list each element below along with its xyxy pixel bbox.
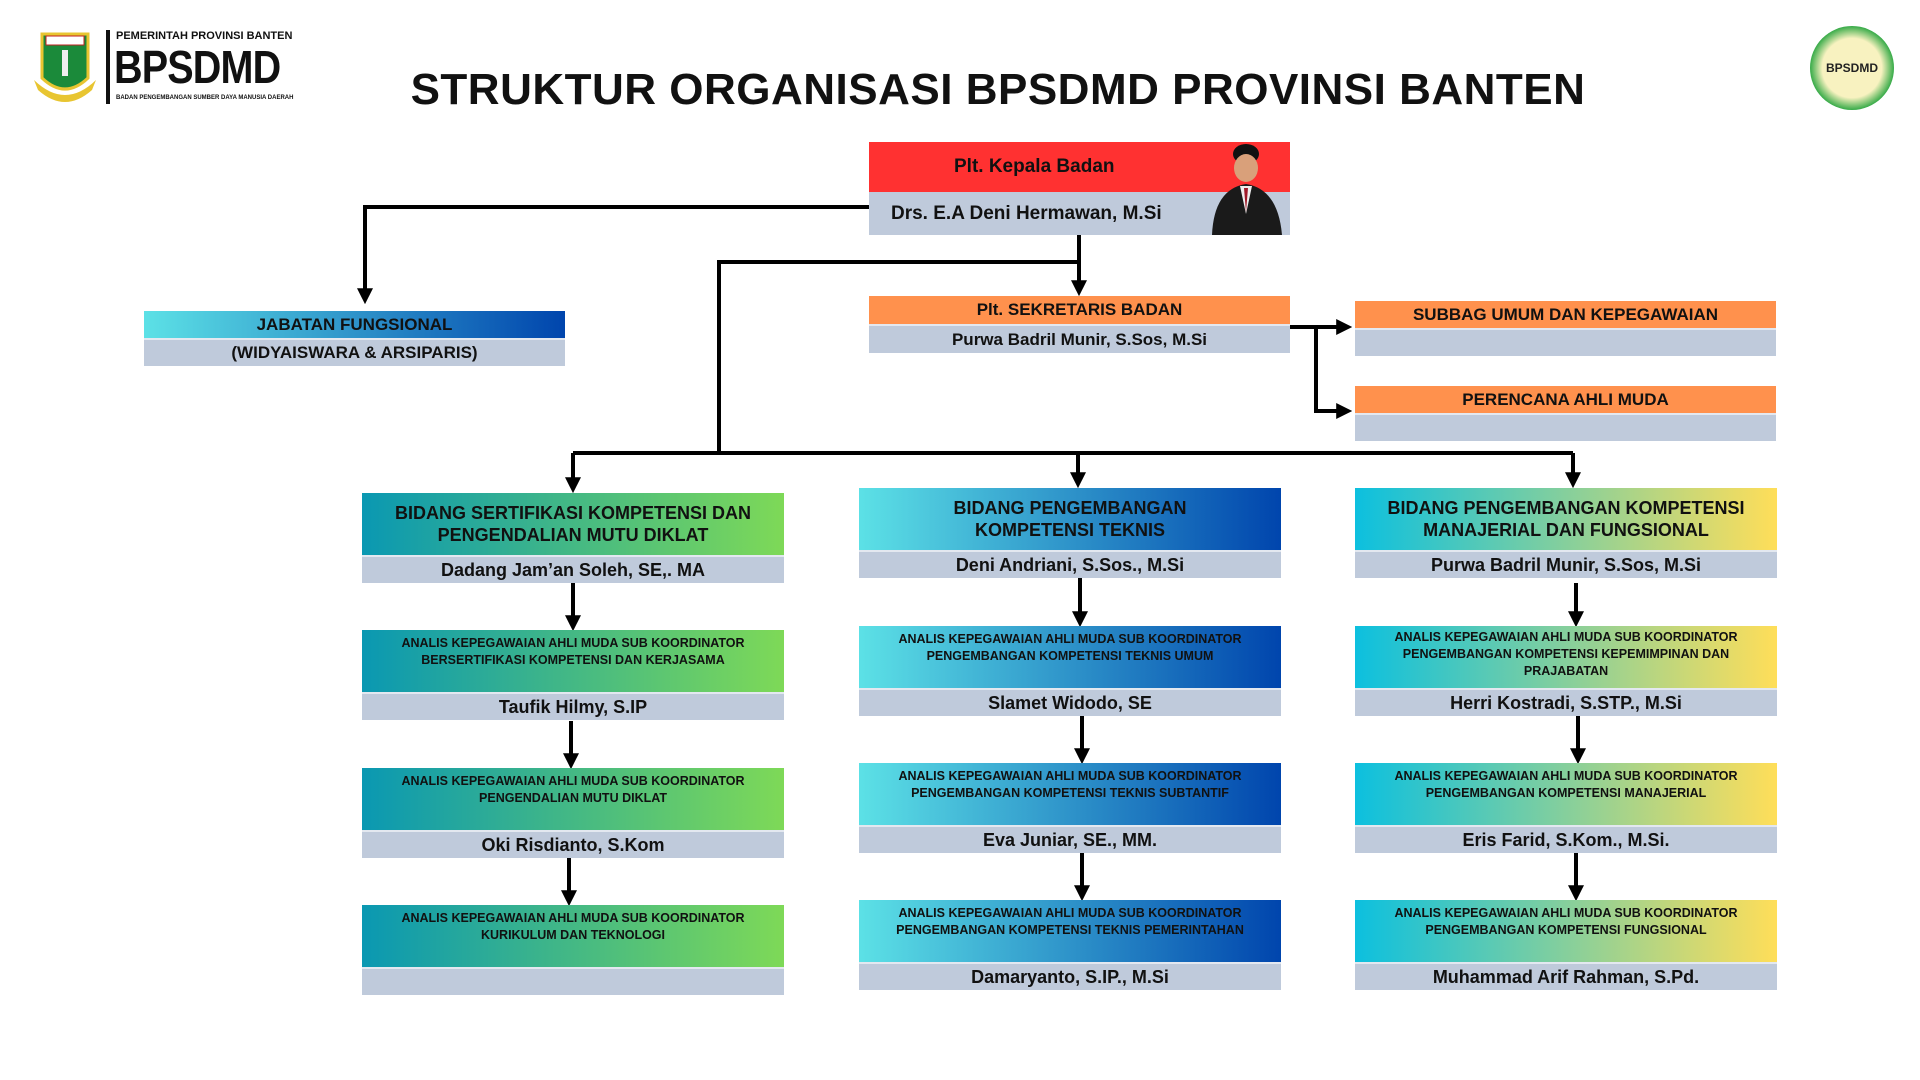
kepala-badan-box: Plt. Kepala Badan Drs. E.A Deni Hermawan…	[869, 142, 1290, 235]
bpsdmd-logo: PEMERINTAH PROVINSI BANTEN BPSDMD BADAN …	[32, 30, 302, 104]
sekretaris-badan-box: Plt. SEKRETARIS BADAN Purwa Badril Munir…	[869, 296, 1290, 353]
subkoordinator-box: ANALIS KEPEGAWAIAN AHLI MUDA SUB KOORDIN…	[362, 905, 784, 995]
subkoordinator-box: ANALIS KEPEGAWAIAN AHLI MUDA SUB KOORDIN…	[1355, 626, 1777, 716]
bidang-sertifikasi-box: BIDANG SERTIFIKASI KOMPETENSI DAN PENGEN…	[362, 493, 784, 583]
bidang-teknis-box: BIDANG PENGEMBANGAN KOMPETENSI TEKNIS De…	[859, 488, 1281, 578]
subkoordinator-box: ANALIS KEPEGAWAIAN AHLI MUDA SUB KOORDIN…	[859, 900, 1281, 990]
jabatan-fungsional-box: JABATAN FUNGSIONAL (WIDYAISWARA & ARSIPA…	[144, 311, 565, 366]
kepala-title: Plt. Kepala Badan	[869, 142, 1290, 192]
subkoordinator-box: ANALIS KEPEGAWAIAN AHLI MUDA SUB KOORDIN…	[362, 768, 784, 858]
subkoordinator-box: ANALIS KEPEGAWAIAN AHLI MUDA SUB KOORDIN…	[859, 626, 1281, 716]
kepala-photo	[1212, 144, 1282, 235]
subbag-umum-box: SUBBAG UMUM DAN KEPEGAWAIAN	[1355, 301, 1776, 356]
subkoordinator-box: ANALIS KEPEGAWAIAN AHLI MUDA SUB KOORDIN…	[1355, 763, 1777, 853]
bpsdmd-round-logo: BPSDMD	[1810, 26, 1894, 110]
bidang-manajerial-box: BIDANG PENGEMBANGAN KOMPETENSI MANAJERIA…	[1355, 488, 1777, 578]
subkoordinator-box: ANALIS KEPEGAWAIAN AHLI MUDA SUB KOORDIN…	[1355, 900, 1777, 990]
page-title: STRUKTUR ORGANISASI BPSDMD PROVINSI BANT…	[410, 65, 1586, 114]
subkoordinator-box: ANALIS KEPEGAWAIAN AHLI MUDA SUB KOORDIN…	[859, 763, 1281, 853]
subkoordinator-box: ANALIS KEPEGAWAIAN AHLI MUDA SUB KOORDIN…	[362, 630, 784, 720]
banten-emblem-icon	[34, 32, 96, 102]
perencana-box: PERENCANA AHLI MUDA	[1355, 386, 1776, 441]
